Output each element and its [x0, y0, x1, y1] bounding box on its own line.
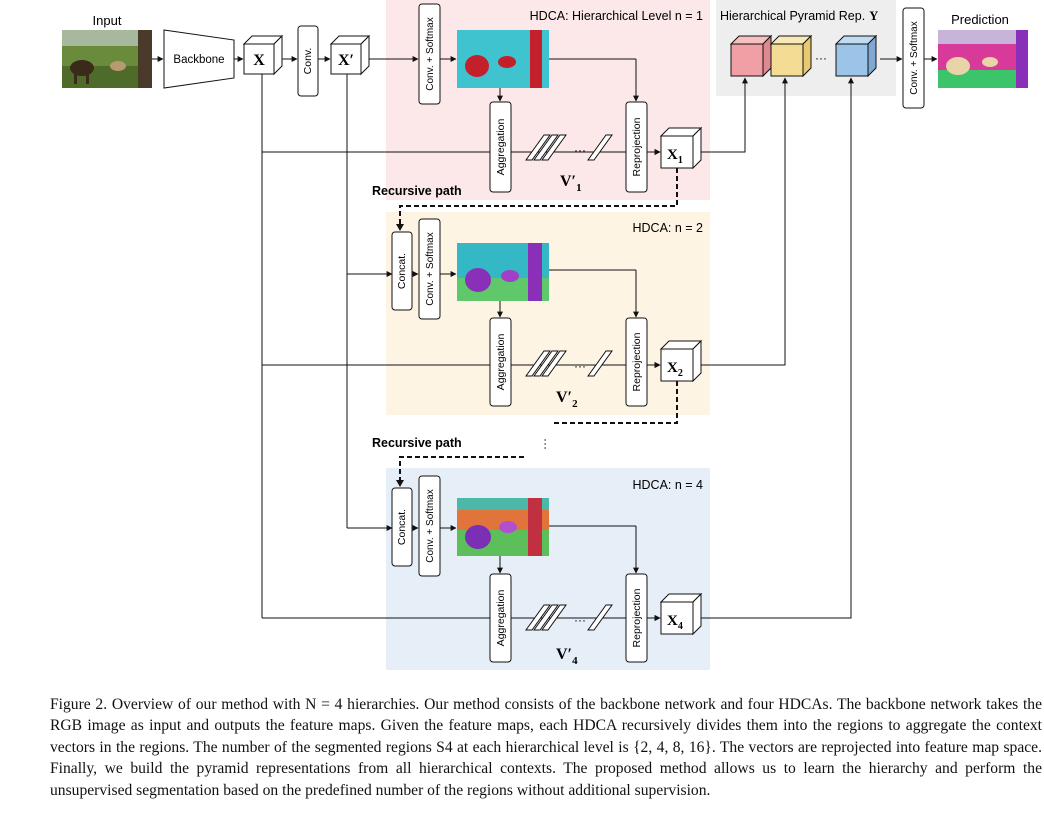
- level-2-v-label: V′2: [556, 389, 578, 410]
- prediction-image: [938, 30, 1028, 88]
- level-2-aggregation-label: Aggregation: [495, 334, 507, 391]
- level-2-aggregation-block: [489, 317, 512, 407]
- level-2-title: HDCA: n = 2: [632, 221, 703, 235]
- level-2-concat-label: Concat.: [396, 253, 408, 289]
- final-conv-softmax-label: Conv. + Softmax: [909, 21, 920, 94]
- level-2-conv-softmax-label: Conv. + Softmax: [425, 232, 436, 305]
- level-4-x-cube: [659, 592, 703, 636]
- level-4-context-vectors: [525, 604, 613, 631]
- level-1-segmentation-map: [457, 30, 549, 88]
- level-1-conv-softmax-block: [418, 3, 441, 105]
- feature-map-x-cube: [242, 34, 284, 76]
- level-4-vectors-ellipsis: ···: [574, 613, 586, 627]
- level-1-aggregation-label: Aggregation: [495, 119, 507, 176]
- level-1-x-label: X1: [667, 147, 683, 166]
- level-4-aggregation-block: [489, 573, 512, 663]
- backbone-label: Backbone: [173, 54, 224, 66]
- pyramid-cube-level-1: [729, 34, 773, 78]
- conv-block: [297, 25, 319, 97]
- level-4-aggregation-label: Aggregation: [495, 590, 507, 647]
- x-prime-label: X′: [338, 52, 354, 69]
- level-4-title: HDCA: n = 4: [632, 478, 703, 492]
- level-2-conv-softmax-block: [418, 218, 441, 320]
- level-2-concat-block: [391, 231, 413, 311]
- level-gap-ellipsis: ···: [539, 438, 553, 450]
- pyramid-cube-level-4: [834, 34, 878, 78]
- level-1-aggregation-block: [489, 101, 512, 193]
- conv-label: Conv.: [302, 48, 314, 75]
- level-4-v-label: V′4: [556, 646, 578, 667]
- level-1-reprojection-label: Reprojection: [631, 117, 643, 176]
- level-2-vectors-ellipsis: ···: [574, 359, 586, 373]
- level-2-x-cube: [659, 339, 703, 383]
- input-label: Input: [93, 13, 122, 28]
- method-overview-figure: Input Backbone X Conv. X′ HDCA: Hier: [62, 0, 1028, 670]
- level-4-conv-softmax-block: [418, 475, 441, 577]
- recursive-path-label-1: Recursive path: [372, 184, 462, 198]
- level-1-x-cube: [659, 126, 703, 170]
- level-1-conv-softmax-label: Conv. + Softmax: [425, 17, 436, 90]
- level-4-x-label: X4: [667, 613, 683, 632]
- recursive-path-label-2: Recursive path: [372, 436, 462, 450]
- level-2-reprojection-label: Reprojection: [631, 332, 643, 391]
- level-1-title: HDCA: Hierarchical Level n = 1: [530, 9, 703, 23]
- level-1-context-vectors: [525, 134, 613, 161]
- level-4-reprojection-label: Reprojection: [631, 588, 643, 647]
- level-1-vectors-ellipsis: ···: [574, 143, 586, 157]
- backbone-block: [163, 29, 235, 89]
- level-4-conv-softmax-label: Conv. + Softmax: [425, 489, 436, 562]
- pyramid-cube-level-2: [769, 34, 813, 78]
- level-4-concat-block: [391, 487, 413, 567]
- level-4-concat-label: Concat.: [396, 509, 408, 545]
- prediction-label: Prediction: [951, 12, 1009, 27]
- figure-caption: Figure 2. Overview of our method with N …: [50, 695, 1042, 799]
- level-2-context-vectors: [525, 350, 613, 377]
- level-2-x-label: X2: [667, 360, 683, 379]
- level-2-reprojection-block: [625, 317, 648, 407]
- pyramid-ellipsis: ···: [815, 51, 827, 65]
- pyramid-label: Hierarchical Pyramid Rep.Y: [720, 9, 878, 23]
- level-1-v-label: V′1: [560, 173, 582, 194]
- level-2-segmentation-map: [457, 243, 549, 301]
- level-4-segmentation-map: [457, 498, 549, 556]
- input-image: [62, 30, 152, 88]
- level-1-reprojection-block: [625, 101, 648, 193]
- feature-map-x-prime-cube: [329, 34, 371, 76]
- x-label: X: [253, 52, 265, 69]
- final-conv-softmax-block: [902, 7, 925, 109]
